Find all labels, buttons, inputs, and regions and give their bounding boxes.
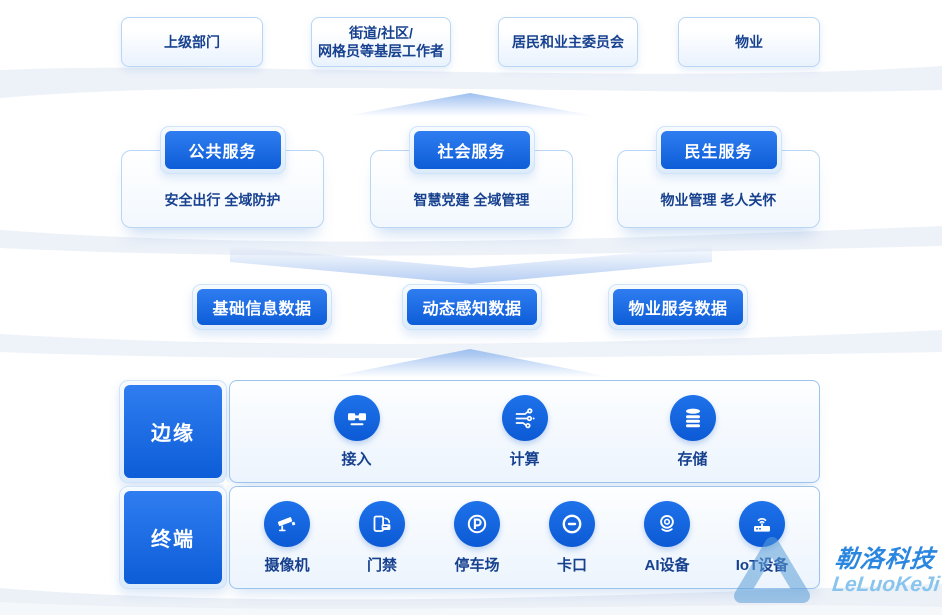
stakeholder-label: 上级部门 bbox=[164, 33, 220, 50]
cctv-camera-icon bbox=[264, 500, 310, 547]
leluo-logo-icon bbox=[734, 537, 810, 603]
data-button-frame: 物业服务数据 bbox=[608, 284, 748, 330]
edge-item-access: 接入 bbox=[317, 394, 397, 469]
circuit-icon bbox=[501, 394, 548, 441]
edge-item-label: 计算 bbox=[509, 450, 540, 468]
watermark-brand-latin: LeLuoKeJi bbox=[831, 573, 941, 596]
edge-item-label: 存储 bbox=[677, 450, 708, 468]
watermark-brand-cn: 勒洛科技 bbox=[833, 546, 937, 573]
service-pill-frame: 社会服务 bbox=[408, 126, 535, 174]
service-card-social: 社会服务 智慧党建 全域管理 bbox=[370, 126, 573, 228]
service-card-public: 公共服务 安全出行 全域防护 bbox=[121, 126, 324, 228]
data-button-basic-info: 基础信息数据 bbox=[197, 289, 327, 325]
data-button-dynamic-sensing: 动态感知数据 bbox=[407, 289, 537, 325]
ai-camera-icon bbox=[644, 500, 690, 547]
stakeholder-label: 居民和业主委员会 bbox=[512, 33, 624, 50]
stakeholder-box-superior-department: 上级部门 bbox=[121, 17, 263, 67]
checkpoint-icon bbox=[549, 500, 595, 547]
terminal-item-ai-device: AI设备 bbox=[631, 500, 703, 575]
service-pill-frame: 民生服务 bbox=[655, 126, 782, 174]
edge-layer-label: 边缘 bbox=[124, 385, 222, 478]
terminal-item-parking: 停车场 bbox=[441, 500, 513, 575]
terminal-item-camera: 摄像机 bbox=[251, 500, 323, 575]
service-subtitle: 安全出行 全域防护 bbox=[164, 192, 281, 208]
terminal-item-label: 停车场 bbox=[454, 556, 500, 574]
terminal-layer-container: 摄像机 门禁 bbox=[229, 486, 820, 589]
service-pill-livelihood: 民生服务 bbox=[660, 131, 777, 169]
edge-item-compute: 计算 bbox=[485, 394, 565, 469]
terminal-item-label: AI设备 bbox=[644, 556, 690, 574]
service-pill-frame: 公共服务 bbox=[159, 126, 286, 174]
watermark: 勒洛科技 LeLuoKeJi bbox=[722, 530, 942, 615]
terminal-layer-label: 终端 bbox=[124, 491, 222, 584]
terminal-layer-label-frame: 终端 bbox=[119, 486, 227, 589]
parking-icon bbox=[454, 500, 500, 547]
service-subtitle: 智慧党建 全域管理 bbox=[413, 192, 530, 208]
service-card-livelihood: 民生服务 物业管理 老人关怀 bbox=[617, 126, 820, 228]
database-icon bbox=[669, 394, 716, 441]
stakeholder-box-residents-committee: 居民和业主委员会 bbox=[498, 17, 638, 67]
data-button-frame: 基础信息数据 bbox=[192, 284, 332, 330]
access-control-icon bbox=[359, 500, 405, 547]
stakeholder-label: 街道/社区/ 网格员等基层工作者 bbox=[318, 24, 444, 59]
terminal-item-access-control: 门禁 bbox=[346, 500, 418, 575]
service-pill-public: 公共服务 bbox=[164, 131, 281, 169]
iot-router-icon bbox=[739, 500, 785, 547]
data-button-frame: 动态感知数据 bbox=[402, 284, 542, 330]
edge-layer-container: 接入 计算 bbox=[229, 380, 820, 483]
plug-icon bbox=[333, 394, 380, 441]
edge-layer-label-frame: 边缘 bbox=[119, 380, 227, 483]
edge-item-label: 接入 bbox=[341, 450, 372, 468]
stakeholder-box-property: 物业 bbox=[678, 17, 820, 67]
terminal-item-label: 摄像机 bbox=[264, 556, 310, 574]
terminal-item-label: 门禁 bbox=[366, 556, 397, 574]
service-subtitle: 物业管理 老人关怀 bbox=[660, 192, 777, 208]
terminal-item-label: 卡口 bbox=[556, 556, 587, 574]
data-button-property-service: 物业服务数据 bbox=[613, 289, 743, 325]
edge-item-storage: 存储 bbox=[653, 394, 733, 469]
terminal-item-checkpoint: 卡口 bbox=[536, 500, 608, 575]
stakeholder-label: 物业 bbox=[735, 33, 763, 50]
service-pill-social: 社会服务 bbox=[413, 131, 530, 169]
stakeholder-box-grassroots-workers: 街道/社区/ 网格员等基层工作者 bbox=[311, 17, 451, 67]
